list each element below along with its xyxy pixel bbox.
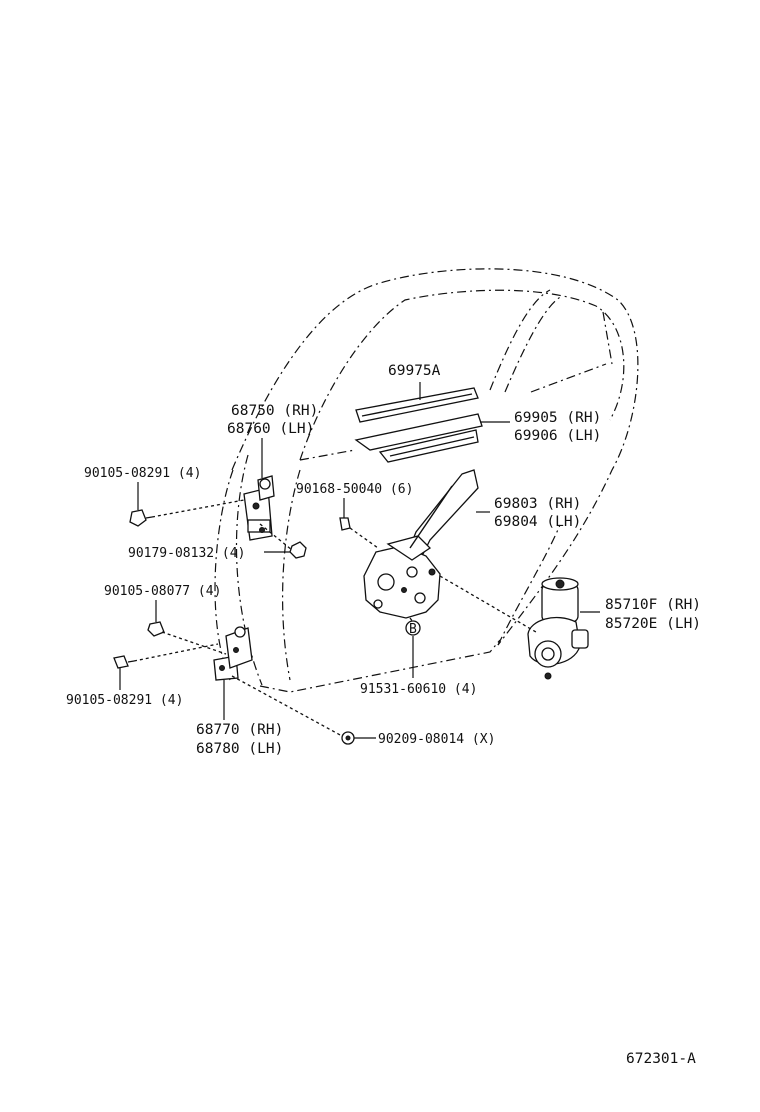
label-68770-rh: 68770 (RH) [196, 722, 283, 738]
fastener-bolt-90105-upper [129, 509, 153, 527]
fastener-bolt-90105-lower [113, 655, 135, 669]
label-68760-lh: 68760 (LH) [227, 421, 314, 437]
figure-id: 672301-A [626, 1051, 696, 1067]
label-90105-08291-upper: 90105-08291 (4) [84, 466, 201, 481]
bolt-letter-b: B [409, 622, 417, 637]
label-90168-50040: 90168-50040 (6) [296, 482, 413, 497]
label-90105-08077: 90105-08077 (4) [104, 584, 221, 599]
label-68780-lh: 68780 (LH) [196, 741, 283, 757]
glass-run-channel-lower [354, 413, 483, 463]
label-69975a: 69975A [388, 363, 441, 379]
window-motor [527, 577, 589, 680]
upper-hinge [243, 475, 275, 541]
label-85710f-rh: 85710F (RH) [605, 597, 701, 613]
lower-hinge [213, 626, 253, 681]
glass-run-channel-upper [355, 387, 479, 423]
fastener-nut-90209 [341, 731, 355, 745]
label-90179-08132: 90179-08132 (4) [128, 546, 245, 561]
label-85720e-lh: 85720E (LH) [605, 616, 701, 632]
label-69906-lh: 69906 (LH) [514, 428, 601, 444]
label-91531-60610: 91531-60610 (4) [360, 682, 477, 697]
label-69804-lh: 69804 (LH) [494, 514, 581, 530]
label-90209-08014: 90209-08014 (X) [378, 732, 495, 747]
fastener-bolt-90168 [339, 517, 351, 531]
fastener-bolt-91531 [405, 620, 421, 636]
window-regulator [363, 469, 479, 619]
assembly-lines [133, 499, 537, 737]
label-69803-rh: 69803 (RH) [494, 496, 581, 512]
fastener-nut-90179 [289, 541, 307, 559]
label-68750-rh: 68750 (RH) [231, 403, 318, 419]
fastener-bolt-90105-mid [147, 621, 165, 637]
label-90105-08291-lower: 90105-08291 (4) [66, 693, 183, 708]
label-69905-rh: 69905 (RH) [514, 410, 601, 426]
door-outline [214, 268, 639, 693]
leader-lines [119, 382, 600, 739]
